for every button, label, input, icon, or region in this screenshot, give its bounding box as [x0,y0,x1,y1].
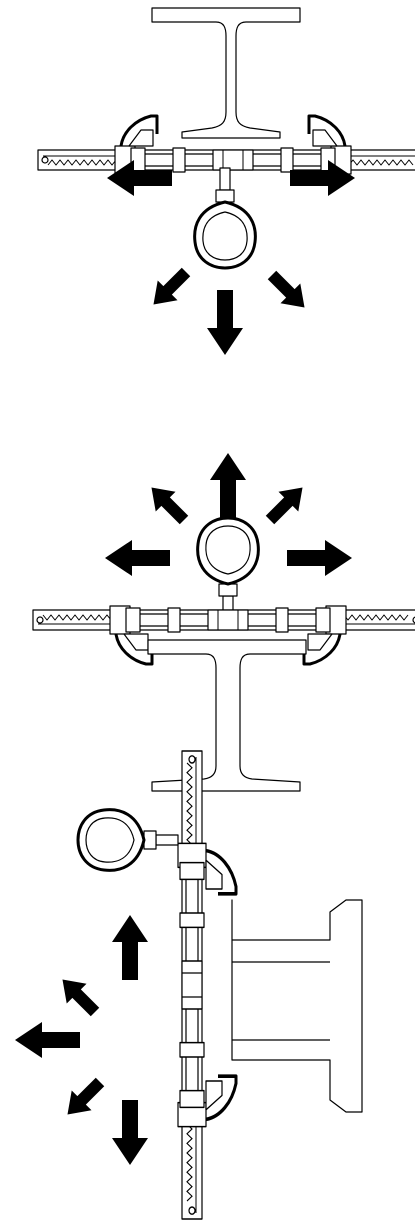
direction-arrow-icon [141,477,194,530]
figure-2-beam-below [31,453,415,792]
direction-arrow-icon [112,915,148,980]
direction-arrow-icon [52,969,105,1022]
d-ring-icon [76,808,180,872]
figure-3-beam-vertical [15,749,363,1221]
direction-arrow-icon [143,262,196,315]
direction-arrow-icon [207,290,243,355]
direction-arrow-icon [15,1022,80,1058]
direction-arrow-icon [210,453,246,518]
beam-clamp-icon [176,749,238,1221]
direction-arrow-icon [112,1100,148,1165]
figure-1-beam-above [36,7,415,355]
i-beam-icon [231,899,363,1113]
direction-arrow-icon [262,265,315,318]
direction-arrow-icon [287,540,352,576]
direction-arrow-icon [260,477,313,530]
d-ring-icon [193,166,257,270]
i-beam-icon [151,7,301,139]
direction-arrow-icon [105,540,170,576]
direction-arrow-icon [57,1072,110,1125]
d-ring-icon [196,516,260,620]
i-beam-icon [147,639,307,792]
